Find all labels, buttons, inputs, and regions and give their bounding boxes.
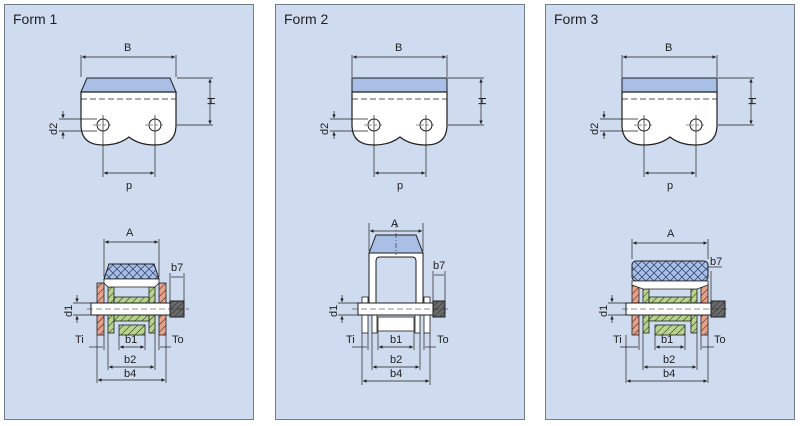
dim-label-To: To [437,334,449,346]
dim-label-H: H [477,97,489,105]
dim-label-b1: b1 [661,334,673,346]
dim-label-b2: b2 [390,354,402,366]
dim-label-Ti: Ti [75,334,84,346]
dim-label-d1: d1 [598,305,610,317]
dim-label-H: H [206,97,218,105]
dim-label-b7: b7 [710,256,722,268]
chain-link-section-view [338,223,450,385]
form-2-panel: Form 2 B H d2 p [275,4,525,420]
dim-label-b2: b2 [663,354,675,366]
form-3-drawings: B H d2 p [589,42,759,383]
dim-label-A: A [391,218,399,230]
dim-label-B: B [395,42,402,54]
dim-label-d2: d2 [319,123,331,135]
dim-label-d1: d1 [63,305,75,317]
dim-label-Ti: Ti [613,334,622,346]
dim-label-A: A [126,227,134,239]
dim-label-Ti: Ti [346,334,355,346]
form-1-panel: Form 1 [4,4,254,420]
dim-label-To: To [714,334,726,346]
panel-title: Form 1 [13,11,58,27]
dim-label-p: p [126,180,132,192]
form-3-panel: Form 3 B H d2 p [545,4,795,420]
chain-link-top-view [330,55,484,177]
dim-label-b4: b4 [390,368,402,380]
chain-link-section-view [608,239,730,383]
form-2-drawings: B H d2 p [319,42,489,385]
dim-label-d2: d2 [589,123,601,135]
chain-link-section-view [73,239,189,383]
panel-title: Form 3 [554,11,599,27]
dim-label-p: p [397,180,403,192]
dim-label-d2: d2 [48,123,60,135]
dim-label-b7: b7 [171,262,183,274]
dim-label-b4: b4 [663,368,675,380]
chain-link-top-view [600,55,754,177]
dim-label-B: B [665,42,672,54]
form-1-drawings: B H d2 p [48,42,218,383]
dim-label-To: To [172,334,184,346]
dim-label-H: H [747,97,759,105]
dim-label-b4: b4 [124,368,136,380]
chain-link-top-view [59,55,213,177]
dim-label-b1: b1 [390,334,402,346]
dim-label-p: p [667,180,673,192]
dim-label-d1: d1 [328,305,340,317]
dim-label-b1: b1 [125,334,137,346]
dim-label-A: A [667,228,675,240]
dim-label-B: B [124,42,131,54]
panel-title: Form 2 [284,11,329,27]
dim-label-b7: b7 [433,260,445,272]
dim-label-b2: b2 [124,354,136,366]
